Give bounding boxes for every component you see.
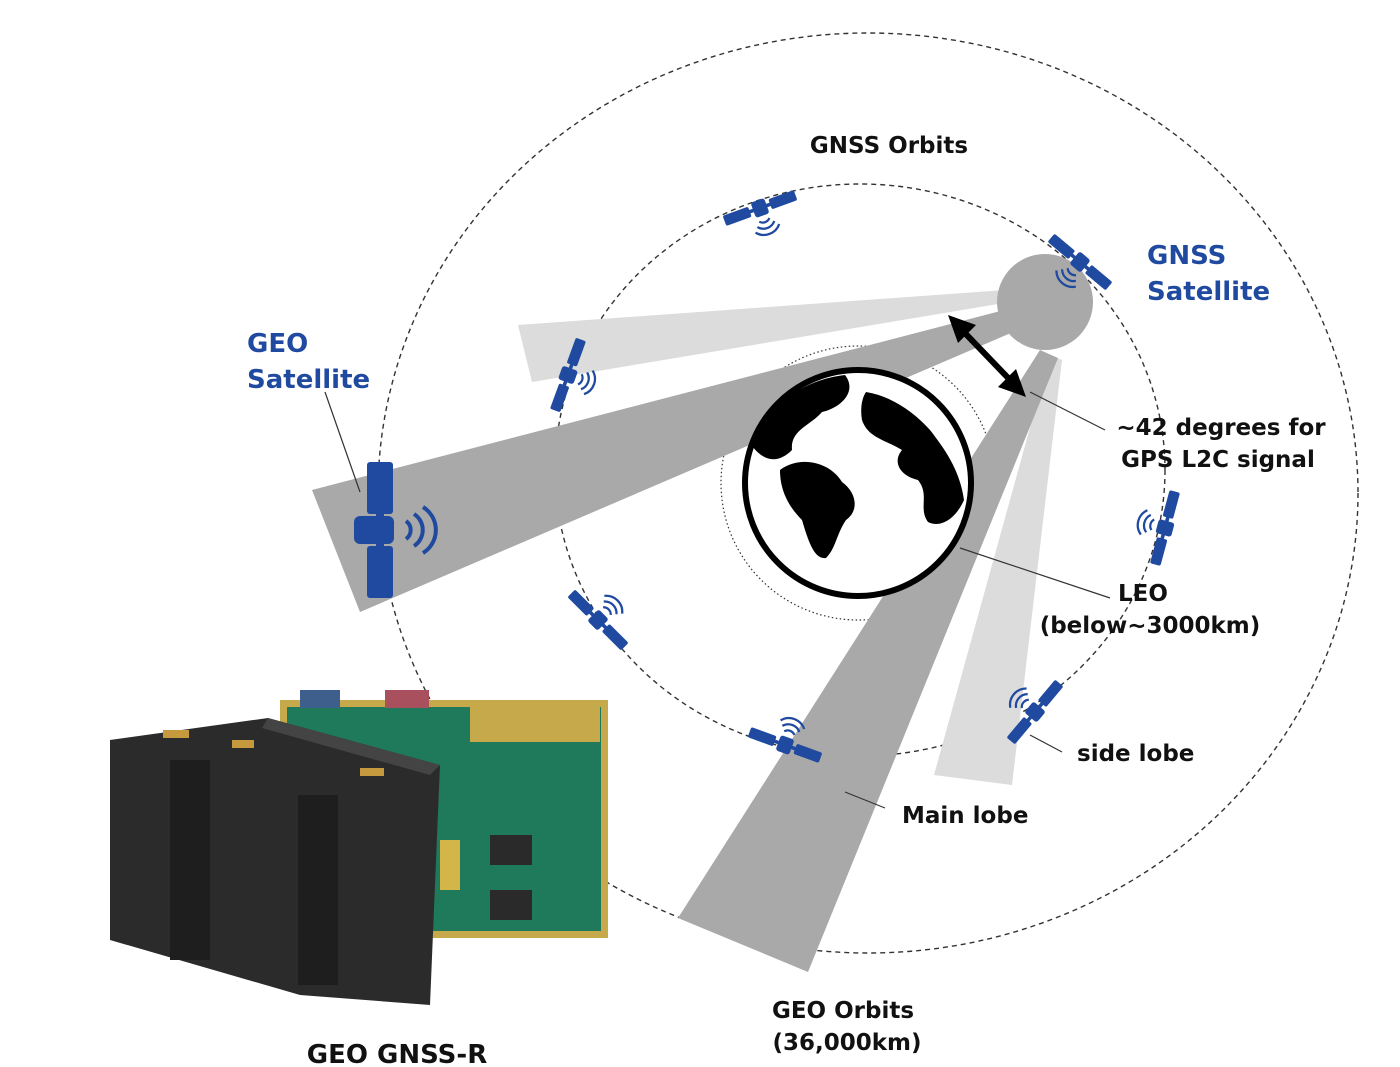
geo-orbit-ring <box>377 32 1359 954</box>
gnss-side-lobe-beam <box>934 355 1062 785</box>
label-device: GEO GNSS-R <box>307 1040 487 1067</box>
satellites <box>354 186 1184 767</box>
leader-lines <box>324 391 1111 809</box>
label-degrees: ~42 degrees for GPS L2C signal <box>1116 415 1333 473</box>
label-geo-satellite: GEO Satellite <box>247 329 370 395</box>
leader-side-lobe <box>1029 734 1063 753</box>
label-leo: LEO (below~3000km) <box>1040 581 1261 639</box>
leader-geo-satellite <box>324 391 361 493</box>
double-arrow-icon <box>948 315 1026 397</box>
label-geo-orbits: GEO Orbits (36,000km) <box>772 998 922 1056</box>
label-side-lobe: side lobe <box>1077 741 1194 767</box>
leader-leo <box>959 547 1111 599</box>
label-main-lobe: Main lobe <box>902 803 1028 829</box>
label-gnss-satellite: GNSS Satellite <box>1147 241 1270 307</box>
gnss-upper-beam <box>518 290 1010 382</box>
gnss-coverage-disc <box>997 254 1093 350</box>
diagram-labels: GNSS Orbits GNSS Satellite GEO Satellite… <box>247 133 1333 1067</box>
leader-degrees <box>1029 391 1106 431</box>
satellite-icon <box>720 186 807 249</box>
leader-main-lobe <box>844 791 886 809</box>
earth-globe-icon <box>742 367 974 599</box>
geo-satellite-icon <box>354 462 438 598</box>
label-gnss-orbits: GNSS Orbits <box>810 133 968 159</box>
gnss-r-device-image <box>110 690 608 1005</box>
satellite-icon <box>564 572 646 654</box>
satellite-icon <box>1127 483 1184 568</box>
